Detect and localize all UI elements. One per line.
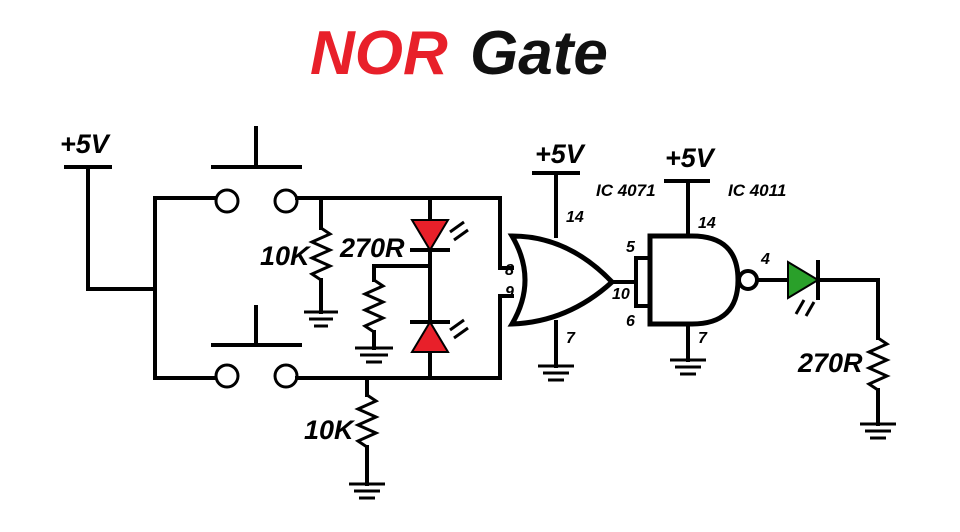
resistor-output <box>865 336 891 426</box>
resistor-pulldown-top <box>308 196 334 314</box>
resistor-pulldown-top-label: 10K <box>260 241 312 271</box>
pin-or-in-b: 9 <box>505 284 514 301</box>
resistor-pulldown-bottom <box>354 376 380 486</box>
resistor-output-label: 270R <box>797 348 863 378</box>
nand-gate-icon <box>647 233 759 327</box>
supply-or-label: +5V <box>535 139 586 169</box>
ground-icon <box>304 310 338 328</box>
title-nor: NOR <box>310 19 448 88</box>
pin-or-gnd: 7 <box>566 330 576 347</box>
input-led-top-icon <box>410 219 469 252</box>
indicator-resistor-wire <box>372 264 432 282</box>
pin-nand-vdd: 14 <box>698 215 716 232</box>
pin-nand-out: 4 <box>760 251 770 268</box>
pin-or-in-a: 8 <box>505 262 514 279</box>
chip-nand-label: IC 4011 <box>728 181 786 200</box>
output-led-wire <box>816 278 880 340</box>
pin-or-out: 10 <box>612 286 630 303</box>
ground-icon <box>538 364 574 382</box>
ground-icon <box>860 422 896 440</box>
output-led-icon <box>787 260 820 317</box>
ground-icon <box>355 346 393 364</box>
input-led-bottom-icon <box>410 318 469 353</box>
chip-or-label: IC 4071 <box>596 181 656 200</box>
pin-nand-in-a: 5 <box>626 239 636 256</box>
input-b-wire <box>295 294 514 380</box>
resistor-indicator <box>361 278 387 350</box>
pin-nand-gnd: 7 <box>698 330 708 347</box>
pin-nand-in-b: 6 <box>626 313 635 330</box>
or-gate-icon <box>507 233 616 327</box>
input-a-wire <box>295 196 514 270</box>
title-gate: Gate <box>470 19 608 88</box>
supply-nand-label: +5V <box>665 143 716 173</box>
push-button-top <box>153 126 302 214</box>
supply-left-wire <box>86 165 157 291</box>
pin-or-vdd: 14 <box>566 209 584 226</box>
resistor-pulldown-bottom-label: 10K <box>304 415 356 445</box>
ground-icon <box>349 482 385 500</box>
supply-left-label: +5V <box>60 129 111 159</box>
push-button-bottom <box>153 305 302 389</box>
resistor-indicator-label: 270R <box>339 233 405 263</box>
ground-icon <box>670 358 706 376</box>
